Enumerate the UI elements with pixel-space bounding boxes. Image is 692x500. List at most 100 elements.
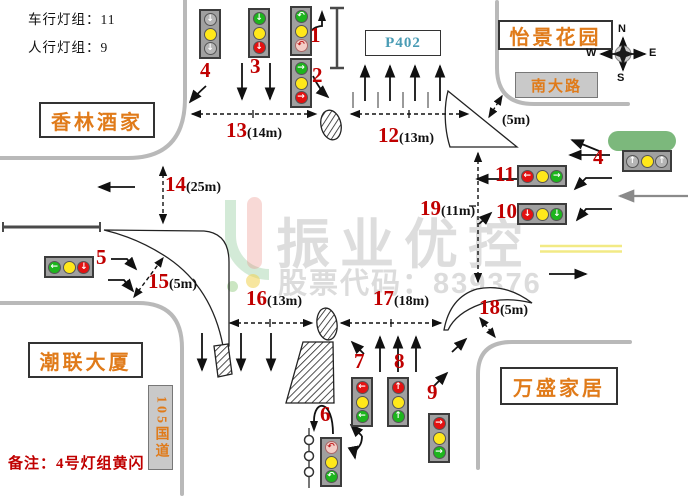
pedestrian-light-groups-count: 人行灯组：9 xyxy=(28,40,109,55)
lamp-red-arrow: ↓ xyxy=(252,41,266,55)
median-barriers xyxy=(2,6,344,232)
measure-15 xyxy=(133,256,164,299)
signal-group-number-2: 2 xyxy=(312,63,323,87)
measurement-label-18: 18(5m) xyxy=(479,295,528,320)
green-belt xyxy=(608,131,676,151)
lamp-pink-arrow: ↶ xyxy=(294,39,308,53)
signal-group-number-11: 11 xyxy=(495,162,515,186)
signal-head-11: ←→ xyxy=(517,165,567,187)
lamp-yellow xyxy=(62,260,76,274)
signal-head-9: →→ xyxy=(428,413,450,463)
signal-group-number-4: 4 xyxy=(593,145,604,169)
lamp-green-arrow: ↶ xyxy=(324,470,338,484)
compass-east-label: E xyxy=(649,47,657,59)
signal-head-5: ←↓ xyxy=(44,256,94,278)
islands xyxy=(103,89,533,404)
watermark-logo-bar xyxy=(247,197,262,269)
lamp-green-arrow: ↓ xyxy=(550,207,564,221)
island-south-median-hatched xyxy=(285,341,335,404)
vehicle-light-groups-count: 车行灯组：11 xyxy=(28,12,116,27)
lamp-green-arrow: ↶ xyxy=(294,9,308,23)
signal-head-4-north: ↓↓ xyxy=(199,9,221,59)
remark-note: 备注：4号灯组黄闪 xyxy=(8,456,145,472)
lamp-yellow xyxy=(203,27,217,41)
lamp-yellow xyxy=(294,76,308,90)
island-west-teardrop xyxy=(103,229,230,347)
lamp-green-arrow: ← xyxy=(47,260,61,274)
curb-northwest xyxy=(0,0,187,160)
compass-south-label: S xyxy=(617,72,625,84)
measurement-distance: (5m) xyxy=(169,277,197,292)
measurement-label-14: 14(25m) xyxy=(165,172,221,197)
pedestrian-signal-pole xyxy=(303,428,315,488)
lamp-gray-arrow: ↓ xyxy=(203,12,217,26)
lamp-gray-arrow: ↓ xyxy=(203,42,217,56)
signal-group-number-6: 6 xyxy=(320,402,331,426)
lamp-yellow xyxy=(355,395,369,409)
signal-group-number-5: 5 xyxy=(96,245,107,269)
lamp-red-arrow: ↓ xyxy=(520,207,534,221)
measurement-label-16: 16(13m) xyxy=(246,286,302,311)
crossing-pillar-north xyxy=(320,109,342,141)
measurement-number: 17 xyxy=(373,286,394,310)
measurement-label-17: 17(18m) xyxy=(373,286,429,311)
signal-head-6: ↶↶ xyxy=(320,437,342,487)
island-southeast-wing xyxy=(443,286,533,331)
signal-group-number-1: 1 xyxy=(310,23,321,47)
lane-ticks-north xyxy=(352,92,429,108)
lamp-yellow xyxy=(294,24,308,38)
signal-head-4-east: ↑↑ xyxy=(622,150,672,172)
compass-rose xyxy=(599,36,647,72)
curb-northeast xyxy=(495,0,630,106)
measurement-label-12: 12(13m) xyxy=(378,123,434,148)
measurement-number: 12 xyxy=(378,123,399,147)
lamp-gray-arrow: ↑ xyxy=(655,154,669,168)
signal-group-number-7: 7 xyxy=(354,349,365,373)
lamp-red-arrow: → xyxy=(432,416,446,430)
measurement-distance: (5m) xyxy=(500,303,528,318)
building-chaolian-tower: 潮联大厦 xyxy=(28,342,143,378)
curb-southwest xyxy=(0,301,184,496)
measurement-distance: (13m) xyxy=(399,131,434,146)
signal-group-number-8: 8 xyxy=(394,349,405,373)
lamp-green-arrow: ← xyxy=(355,410,369,424)
lamp-pink-arrow: ↶ xyxy=(324,440,338,454)
signal-head-7: ←← xyxy=(351,377,373,427)
signal-group-number-9: 9 xyxy=(427,380,438,404)
u-turn-arrow-south-left xyxy=(313,404,334,435)
measurement-label-gap: (5m) xyxy=(502,105,530,130)
lamp-green-arrow: ↓ xyxy=(252,11,266,25)
lamp-red-arrow: ← xyxy=(355,380,369,394)
road-sign-105-national-road: 105国道 xyxy=(148,385,173,470)
measurement-label-15: 15(5m) xyxy=(148,269,197,294)
signal-head-10: ↓↓ xyxy=(517,203,567,225)
lamp-yellow xyxy=(535,207,549,221)
yellow-center-line xyxy=(540,244,622,253)
measurement-number: 14 xyxy=(165,172,186,196)
lamp-green-arrow: → xyxy=(550,169,564,183)
measurement-distance: (14m) xyxy=(247,126,282,141)
measurement-number: 15 xyxy=(148,269,169,293)
signal-group-number-3: 3 xyxy=(250,54,261,78)
lamp-red-arrow: ↓ xyxy=(77,260,91,274)
building-wansheng-home: 万盛家居 xyxy=(500,367,618,405)
lamp-yellow xyxy=(535,169,549,183)
lamp-yellow xyxy=(252,26,266,40)
lamp-gray-arrow: ↑ xyxy=(625,154,639,168)
u-turn-arrowhead-south-left xyxy=(310,421,318,432)
measurement-distance: (5m) xyxy=(502,113,530,128)
lamp-green-arrow: → xyxy=(432,446,446,460)
measurement-number: 13 xyxy=(226,118,247,142)
watermark-logo-dot-yellow xyxy=(246,274,260,288)
signal-head-8: ↑↑ xyxy=(387,377,409,427)
watermark-logo-dot-green xyxy=(227,281,238,292)
lamp-red-arrow: → xyxy=(294,91,308,105)
lamp-red-arrow: ← xyxy=(520,169,534,183)
measurement-ticks xyxy=(252,110,476,327)
road-sign-nandalu: 南大路 xyxy=(515,72,598,98)
lamp-green-arrow: ↑ xyxy=(391,410,405,424)
u-turn-arrowhead-north xyxy=(318,10,326,21)
measurement-distance: (13m) xyxy=(267,294,302,309)
